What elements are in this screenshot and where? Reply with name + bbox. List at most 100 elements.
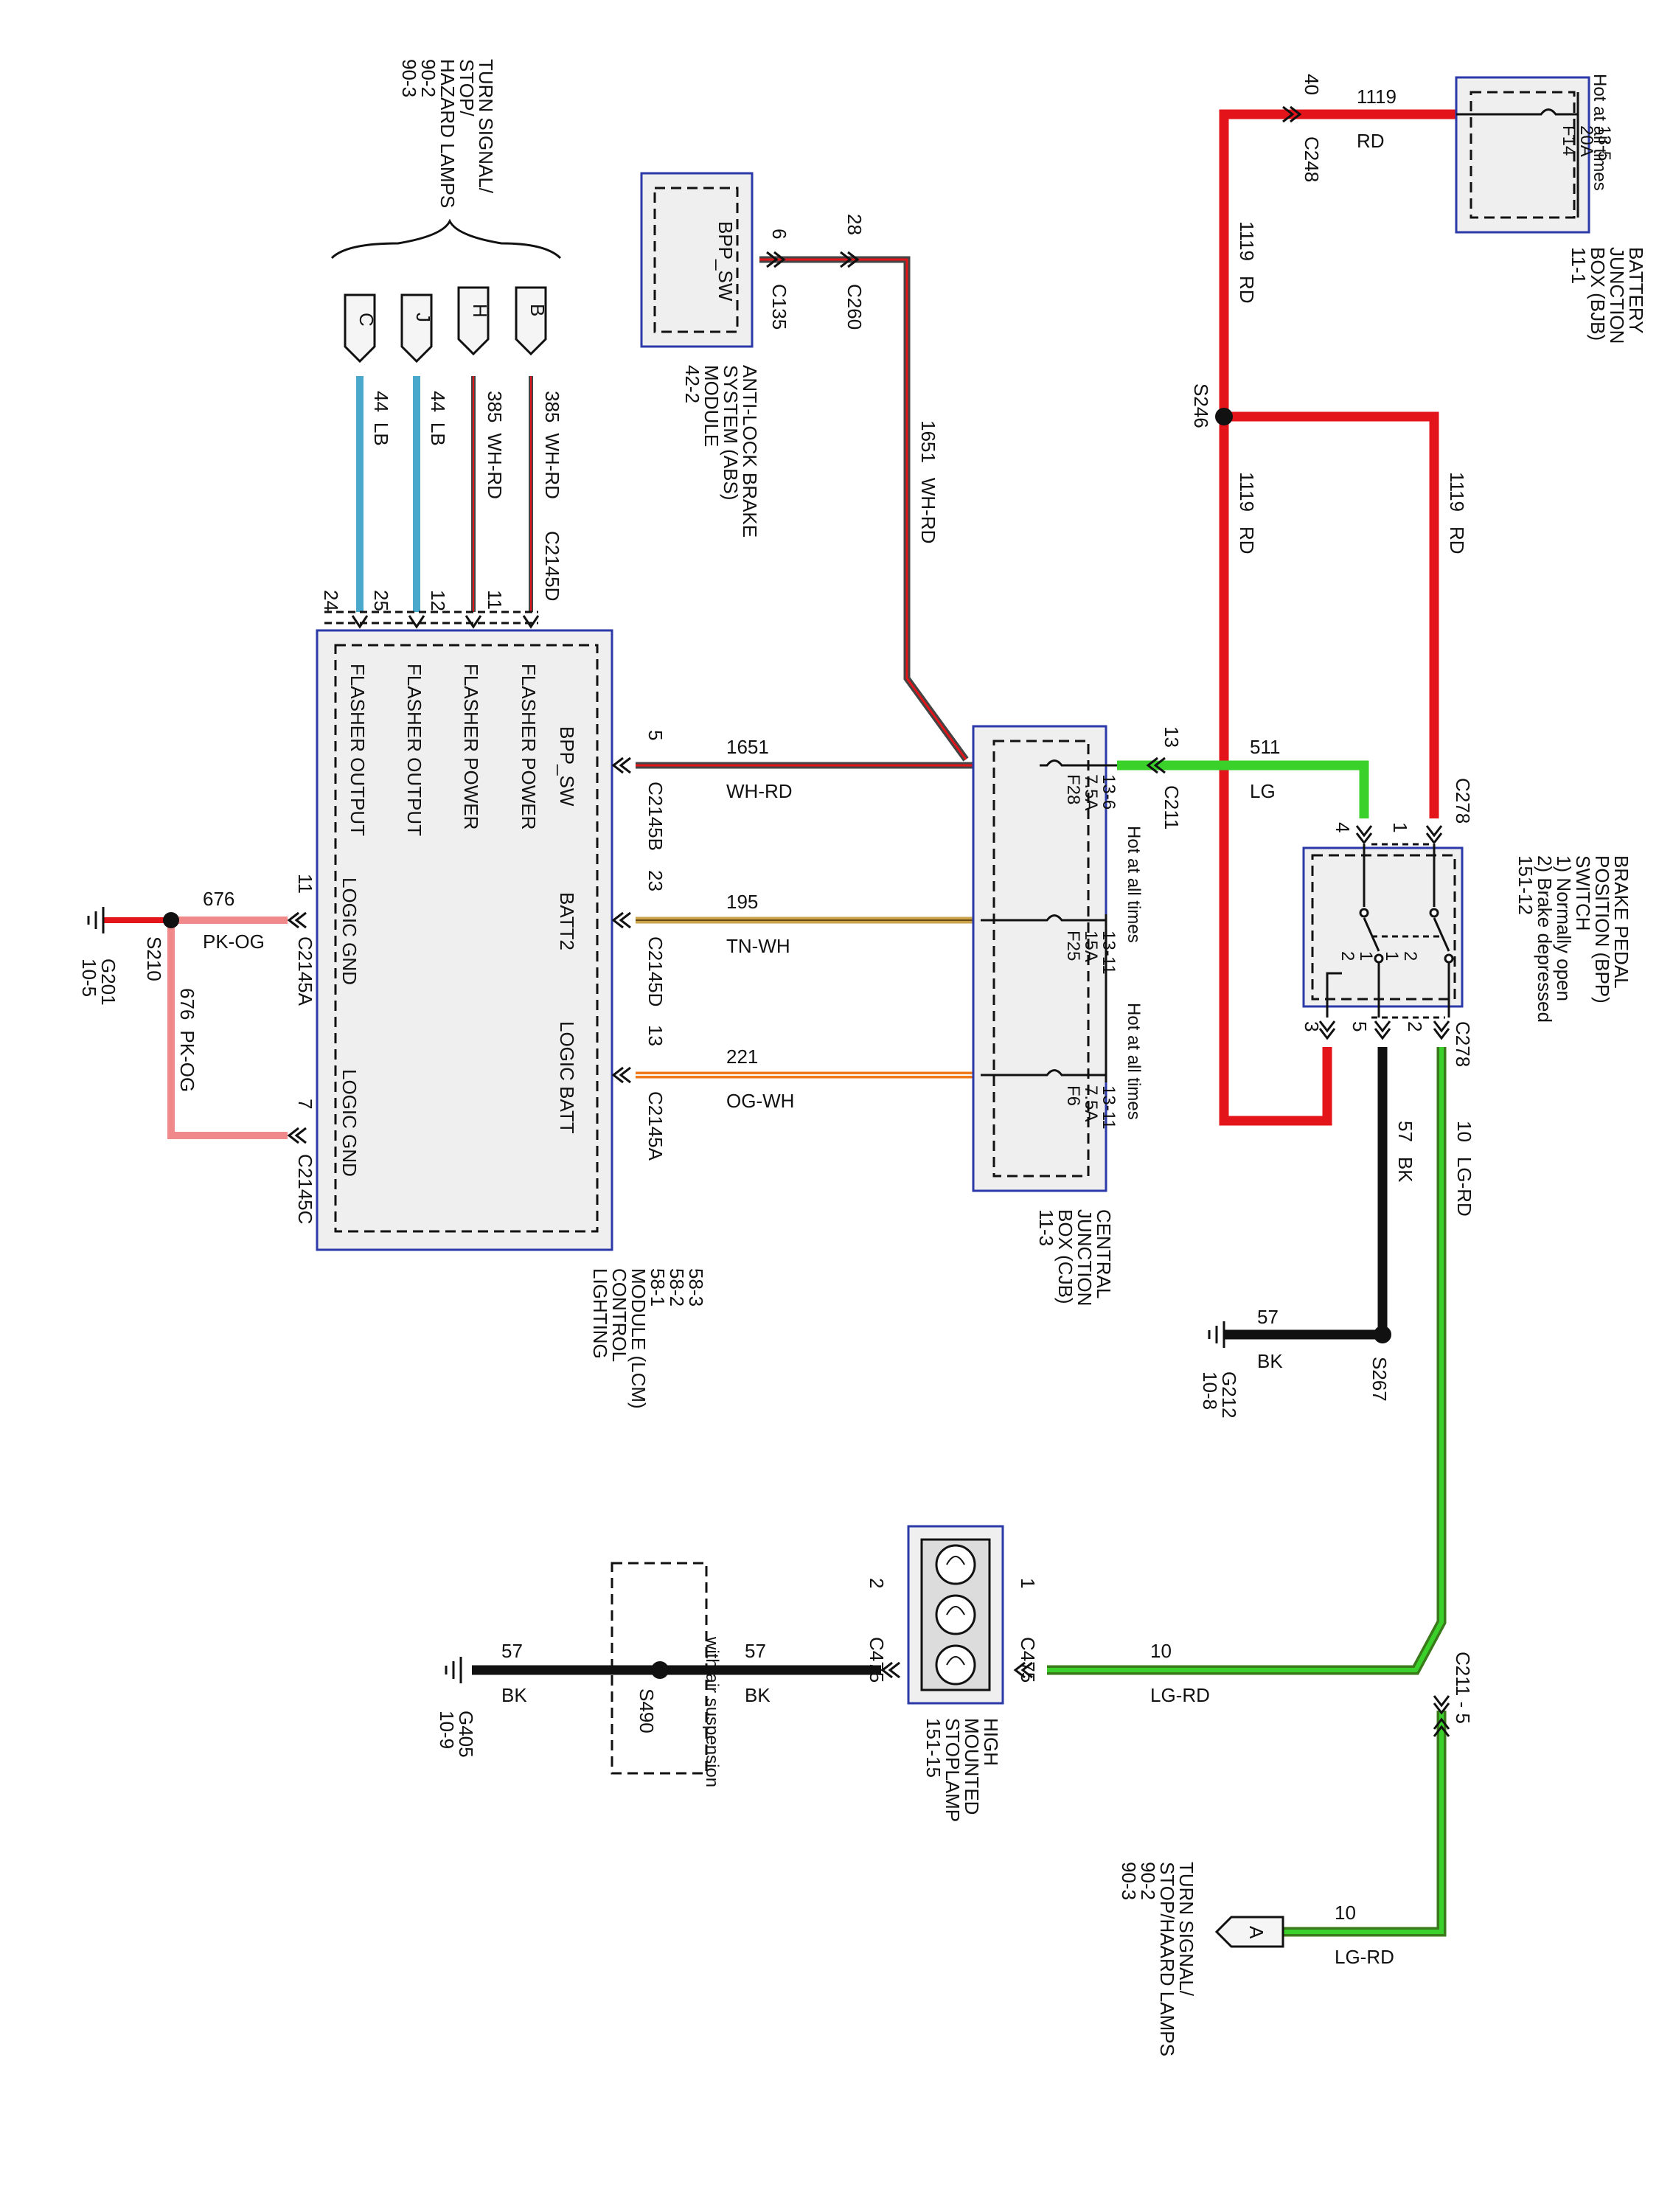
lcm-name: LIGHTING CONTROL MODULE (LCM) 58-1 58-2 … bbox=[589, 1268, 707, 1409]
c211-connector: 13 C211 511 LG bbox=[1146, 726, 1280, 830]
lcm-pin-flasher-output-2: FLASHER OUTPUT bbox=[347, 664, 369, 836]
svg-text:ANTI-LOCK BRAKE: ANTI-LOCK BRAKE bbox=[739, 365, 761, 538]
w1651b-color: WH-RD bbox=[726, 780, 793, 802]
wires bbox=[103, 109, 1456, 1937]
splice-s267-label: S267 bbox=[1368, 1357, 1391, 1402]
c2145d-label: C2145D bbox=[644, 936, 667, 1006]
connector-A bbox=[1214, 1916, 1284, 1948]
w10b-label: 10 bbox=[1150, 1640, 1172, 1662]
c135-label: C135 bbox=[768, 284, 790, 330]
wire-511 bbox=[1117, 760, 1369, 818]
cjb-name: CENTRAL JUNCTION BOX (CJB) 11-3 bbox=[1035, 1209, 1115, 1306]
svg-text:STOP/HAARD LAMPS: STOP/HAARD LAMPS bbox=[1156, 1862, 1178, 2056]
svg-text:TURN SIGNAL/: TURN SIGNAL/ bbox=[1175, 1862, 1197, 1997]
bpp-internal-2a: 2 bbox=[1400, 951, 1420, 961]
w10a-label: 10LG-RD bbox=[1453, 1121, 1475, 1217]
connector-a-label: A bbox=[1245, 1926, 1267, 1939]
w221-label: 221 bbox=[726, 1046, 758, 1068]
svg-text:JUNCTION: JUNCTION bbox=[1606, 247, 1628, 344]
bpp-pin-4: 4 bbox=[1332, 822, 1354, 832]
svg-text:58-3: 58-3 bbox=[685, 1268, 707, 1307]
svg-text:F28: F28 bbox=[1063, 774, 1083, 804]
lcm-pin-flasher-power-2: FLASHER POWER bbox=[460, 664, 482, 830]
bpp-pin-1: 1 bbox=[1389, 822, 1411, 832]
pin-11: 11 bbox=[484, 590, 506, 610]
turn-top-line-2: STOP/ bbox=[456, 59, 478, 116]
bjb-module: F14 20A 13-5 Hot at all times BATTERY JU… bbox=[1282, 74, 1647, 344]
w57b-label: 57 bbox=[1257, 1306, 1279, 1328]
c211-5-connector: C211 - 5 bbox=[1433, 1652, 1474, 1737]
cjb-fuse-f25: F25 15A 13-11 bbox=[981, 914, 1119, 975]
svg-text:2) Brake depressed: 2) Brake depressed bbox=[1534, 855, 1556, 1023]
w676b-label: 676PK-OG bbox=[176, 988, 198, 1092]
svg-text:151-15: 151-15 bbox=[922, 1718, 945, 1778]
lcm-left-connectors: 11 C2145A 7 C2145C S210 676 PK-OG 676PK-… bbox=[78, 874, 316, 1224]
w10c-label: 10 bbox=[1335, 1902, 1356, 1924]
s490-area: S490 with air suspension 57 BK 57 BK G40… bbox=[436, 1562, 771, 1787]
wire-1119-switch bbox=[1224, 411, 1439, 818]
ground-g212-name: G212 bbox=[1218, 1371, 1240, 1419]
ground-g405-name: G405 bbox=[455, 1711, 477, 1758]
cjb-fuse-f6: F6 7.5A 13-11 bbox=[981, 1069, 1119, 1130]
splice-s210-dot bbox=[163, 912, 179, 928]
lcm-pin-logic-gnd-2: LOGIC GND bbox=[338, 1069, 361, 1177]
connector-b-label: B bbox=[526, 304, 549, 316]
w44a-label: 44LB bbox=[370, 391, 392, 446]
svg-text:HIGH: HIGH bbox=[980, 1718, 1002, 1766]
air-suspension-box bbox=[611, 1562, 708, 1775]
splice-s490-dot bbox=[651, 1661, 669, 1679]
lcm-pin-flasher-power-1: FLASHER POWER bbox=[518, 664, 540, 830]
svg-text:F6: F6 bbox=[1063, 1085, 1083, 1106]
c2145c-label: C2145C bbox=[294, 1154, 316, 1224]
w57c-color: BK bbox=[745, 1684, 771, 1706]
bpp-switch: C278 4 1 1 2 bbox=[1301, 778, 1632, 1067]
cjb-hot-1: Hot at all times bbox=[1124, 826, 1144, 943]
pin-5: 5 bbox=[644, 730, 667, 740]
bjb-fuse-13-5: 13-5 bbox=[1594, 125, 1614, 161]
turn-signal-top: TURN SIGNAL/ STOP/ HAZARD LAMPS 90-2 90-… bbox=[398, 59, 497, 208]
c475-2-label: C475 bbox=[866, 1637, 888, 1683]
splice-s210-label: S210 bbox=[143, 936, 165, 981]
bpp-pin-5: 5 bbox=[1349, 1021, 1371, 1032]
splice-s490-label: S490 bbox=[636, 1688, 658, 1733]
below-switch-labels: 57BK 10LG-RD S267 57 BK G212 10-8 bbox=[1199, 1121, 1475, 1419]
svg-text:SYSTEM (ABS): SYSTEM (ABS) bbox=[720, 365, 742, 500]
air-suspension-note: with air suspension bbox=[702, 1636, 722, 1787]
abs-pin-bpp-sw: BPP_SW bbox=[714, 221, 737, 302]
svg-text:15A: 15A bbox=[1081, 931, 1101, 962]
svg-text:CONTROL: CONTROL bbox=[608, 1268, 630, 1362]
svg-text:BATTERY: BATTERY bbox=[1625, 247, 1647, 334]
lcm-right-connectors: 5 C2145B 23 C2145D 13 C2145A bbox=[611, 730, 667, 1161]
w44b-label: 44LB bbox=[427, 391, 449, 446]
c248-label: C248 bbox=[1301, 136, 1323, 182]
w511-label: 511 bbox=[1250, 736, 1280, 758]
connector-j-label: J bbox=[412, 313, 434, 322]
wire-676 bbox=[167, 917, 288, 1139]
turn-signal-bottom: A 10 LG-RD TURN SIGNAL/ STOP/HAARD LAMPS… bbox=[1118, 1862, 1394, 2056]
c260-label: C260 bbox=[844, 284, 866, 330]
hmsl-name: HIGH MOUNTED STOPLAMP 151-15 bbox=[922, 1718, 1002, 1822]
w195-label: 195 bbox=[726, 891, 758, 913]
svg-text:BOX (BJB): BOX (BJB) bbox=[1587, 247, 1609, 341]
svg-text:BRAKE PEDAL: BRAKE PEDAL bbox=[1610, 855, 1632, 989]
brace bbox=[330, 218, 562, 260]
hmsl-pin-2: 2 bbox=[866, 1578, 888, 1588]
svg-text:13-6: 13-6 bbox=[1099, 774, 1119, 810]
w57b-color: BK bbox=[1257, 1350, 1283, 1372]
svg-text:1) Normally open: 1) Normally open bbox=[1553, 855, 1575, 1001]
pin-24: 24 bbox=[320, 590, 342, 611]
w57a-label: 57BK bbox=[1394, 1121, 1416, 1183]
bpp-internal-1a: 1 bbox=[1382, 951, 1402, 961]
c211-5-label: C211 - 5 bbox=[1452, 1652, 1474, 1724]
pin-23: 23 bbox=[644, 870, 667, 891]
abs-name: ANTI-LOCK BRAKE SYSTEM (ABS) MODULE 42-2 bbox=[681, 365, 761, 538]
w676a-color: PK-OG bbox=[203, 931, 265, 953]
svg-text:LIGHTING: LIGHTING bbox=[589, 1268, 611, 1359]
bpp-internal-2b: 2 bbox=[1338, 951, 1357, 961]
c278-bot-label: C278 bbox=[1452, 1021, 1474, 1067]
bpp-name: BRAKE PEDAL POSITION (BPP) SWITCH 1) Nor… bbox=[1514, 855, 1632, 1023]
c2145d-top-label: C2145D bbox=[541, 531, 563, 601]
svg-text:7.5A: 7.5A bbox=[1081, 1085, 1101, 1121]
wire-10-lower-stripe bbox=[1283, 1711, 1444, 1934]
lcm-pin-flasher-output-1: FLASHER OUTPUT bbox=[403, 664, 425, 836]
